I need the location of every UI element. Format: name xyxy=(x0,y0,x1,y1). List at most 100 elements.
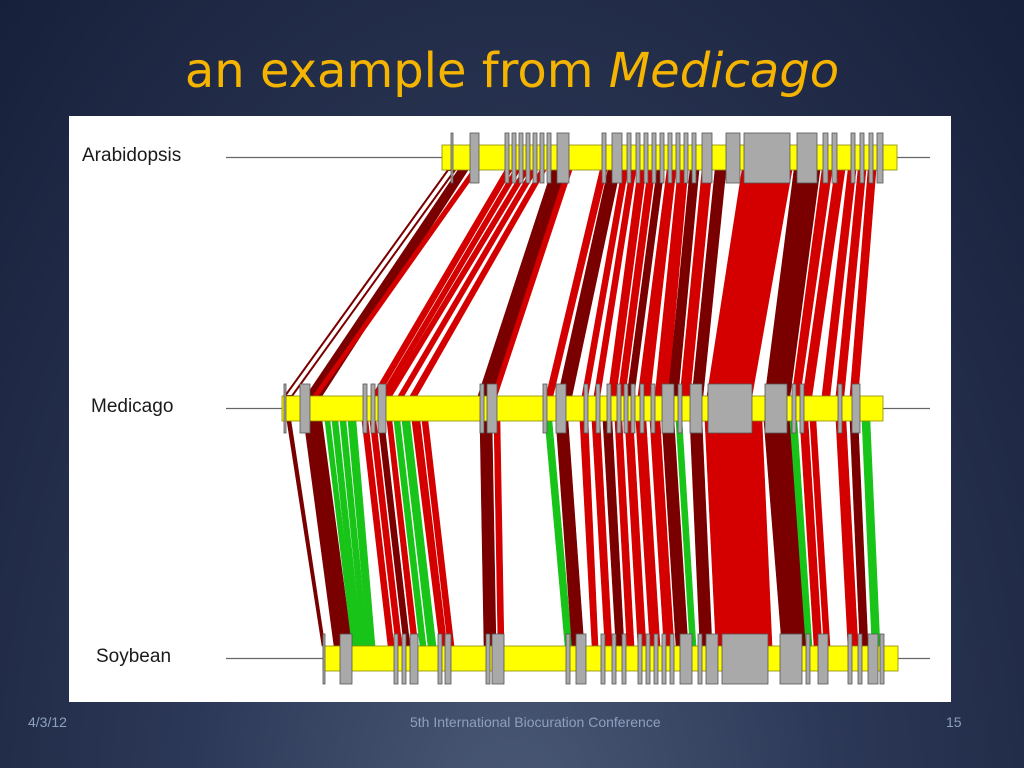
track-medicago-exon-3 xyxy=(370,383,376,434)
track-medicago-exon-23 xyxy=(799,383,805,434)
track-arabidopsis-exon-4 xyxy=(518,132,524,184)
track-arabidopsis-exon-27 xyxy=(850,132,856,184)
track-arabidopsis-exon-30 xyxy=(876,132,884,184)
track-soybean-exon-5 xyxy=(437,633,443,685)
track-soybean-exon-19 xyxy=(679,633,693,685)
track-medicago-exon-4 xyxy=(377,383,387,434)
track-soybean-exon-15 xyxy=(645,633,651,685)
track-soybean-exon-24 xyxy=(805,633,811,685)
track-medicago-exon-11 xyxy=(606,383,612,434)
track-soybean-exon-10 xyxy=(575,633,587,685)
track-medicago-exon-2 xyxy=(362,383,368,434)
track-arabidopsis-exon-23 xyxy=(743,132,791,184)
track-medicago-exon-21 xyxy=(764,383,788,434)
track-medicago-exon-20 xyxy=(707,383,753,434)
track-soybean-exon-25 xyxy=(817,633,829,685)
track-medicago-exon-14 xyxy=(630,383,636,434)
track-arabidopsis-exon-7 xyxy=(539,132,545,184)
track-medicago-exon-7 xyxy=(542,383,548,434)
track-soybean-exon-7 xyxy=(485,633,491,685)
track-medicago-exon-8 xyxy=(555,383,567,434)
ribbon-medicago-soybean-15 xyxy=(479,420,497,647)
track-arabidopsis-exon-6 xyxy=(532,132,538,184)
track-arabidopsis-exon-29 xyxy=(868,132,874,184)
track-soybean-exon-2 xyxy=(393,633,399,685)
track-arabidopsis-exon-16 xyxy=(659,132,665,184)
track-medicago-exon-15 xyxy=(639,383,645,434)
track-arabidopsis-exon-18 xyxy=(675,132,681,184)
track-medicago-exon-1 xyxy=(299,383,311,434)
track-soybean-exon-28 xyxy=(867,633,879,685)
track-soybean-exon-8 xyxy=(491,633,505,685)
track-soybean-exon-11 xyxy=(600,633,606,685)
track-medicago-exon-5 xyxy=(479,383,485,434)
track-soybean-exon-16 xyxy=(653,633,659,685)
title-italic: Medicago xyxy=(608,43,840,99)
footer-page-number: 15 xyxy=(946,714,962,730)
track-medicago-exon-25 xyxy=(851,383,861,434)
track-arabidopsis-exon-21 xyxy=(701,132,713,184)
track-soybean-exon-23 xyxy=(779,633,803,685)
track-arabidopsis-exon-19 xyxy=(683,132,689,184)
footer-date: 4/3/12 xyxy=(28,714,67,730)
track-medicago-exon-17 xyxy=(661,383,675,434)
track-medicago-exon-9 xyxy=(583,383,589,434)
track-label-soybean: Soybean xyxy=(96,646,172,667)
track-soybean-bar xyxy=(322,645,899,672)
track-arabidopsis-exon-28 xyxy=(859,132,865,184)
track-arabidopsis-exon-0 xyxy=(450,132,454,184)
track-arabidopsis-exon-12 xyxy=(626,132,632,184)
track-soybean-exon-3 xyxy=(401,633,407,685)
track-arabidopsis-exon-10 xyxy=(601,132,607,184)
track-soybean-exon-14 xyxy=(637,633,643,685)
slide-title: an example from Medicago xyxy=(0,38,1024,104)
track-soybean-exon-9 xyxy=(565,633,571,685)
track-arabidopsis-exon-25 xyxy=(822,132,829,184)
track-arabidopsis-exon-22 xyxy=(725,132,741,184)
track-arabidopsis-exon-8 xyxy=(546,132,552,184)
track-arabidopsis-exon-14 xyxy=(643,132,649,184)
track-arabidopsis-exon-24 xyxy=(796,132,818,184)
track-soybean-exon-4 xyxy=(409,633,419,685)
track-arabidopsis-exon-17 xyxy=(667,132,673,184)
track-medicago-exon-24 xyxy=(837,383,843,434)
track-medicago-exon-13 xyxy=(623,383,629,434)
track-arabidopsis-exon-2 xyxy=(504,132,510,184)
track-arabidopsis-exon-26 xyxy=(831,132,838,184)
track-soybean-exon-22 xyxy=(721,633,769,685)
track-medicago-exon-12 xyxy=(616,383,622,434)
track-medicago-exon-22 xyxy=(791,383,797,434)
track-soybean-exon-17 xyxy=(661,633,667,685)
track-medicago-exon-0 xyxy=(283,383,287,434)
track-soybean-exon-29 xyxy=(879,633,885,685)
track-arabidopsis-exon-5 xyxy=(525,132,531,184)
track-arabidopsis-exon-1 xyxy=(469,132,480,184)
track-soybean-exon-0 xyxy=(322,633,326,685)
track-soybean-exon-6 xyxy=(444,633,452,685)
track-label-medicago: Medicago xyxy=(91,396,174,417)
title-prefix: an example from xyxy=(184,43,594,99)
track-soybean-exon-13 xyxy=(621,633,627,685)
track-arabidopsis-exon-20 xyxy=(691,132,697,184)
synteny-diagram: Arabidopsis Medicago Soybean xyxy=(69,116,951,702)
track-soybean-exon-1 xyxy=(339,633,353,685)
track-arabidopsis-exon-13 xyxy=(635,132,641,184)
ribbon-medicago-soybean-29 xyxy=(704,420,773,647)
track-arabidopsis-exon-15 xyxy=(651,132,657,184)
track-soybean-exon-20 xyxy=(697,633,703,685)
track-medicago-exon-19 xyxy=(689,383,703,434)
footer-conference: 5th International Biocuration Conference xyxy=(410,714,661,730)
track-medicago-exon-6 xyxy=(486,383,498,434)
track-medicago-exon-16 xyxy=(650,383,656,434)
track-arabidopsis-exon-3 xyxy=(511,132,517,184)
track-soybean-exon-27 xyxy=(857,633,863,685)
track-soybean-exon-26 xyxy=(847,633,853,685)
track-soybean-exon-18 xyxy=(669,633,675,685)
track-label-arabidopsis: Arabidopsis xyxy=(82,145,182,166)
synteny-svg xyxy=(226,132,930,685)
track-medicago-exon-10 xyxy=(595,383,601,434)
track-arabidopsis-exon-11 xyxy=(611,132,623,184)
track-soybean-exon-21 xyxy=(705,633,719,685)
track-arabidopsis-exon-9 xyxy=(556,132,570,184)
track-soybean-exon-12 xyxy=(611,633,617,685)
